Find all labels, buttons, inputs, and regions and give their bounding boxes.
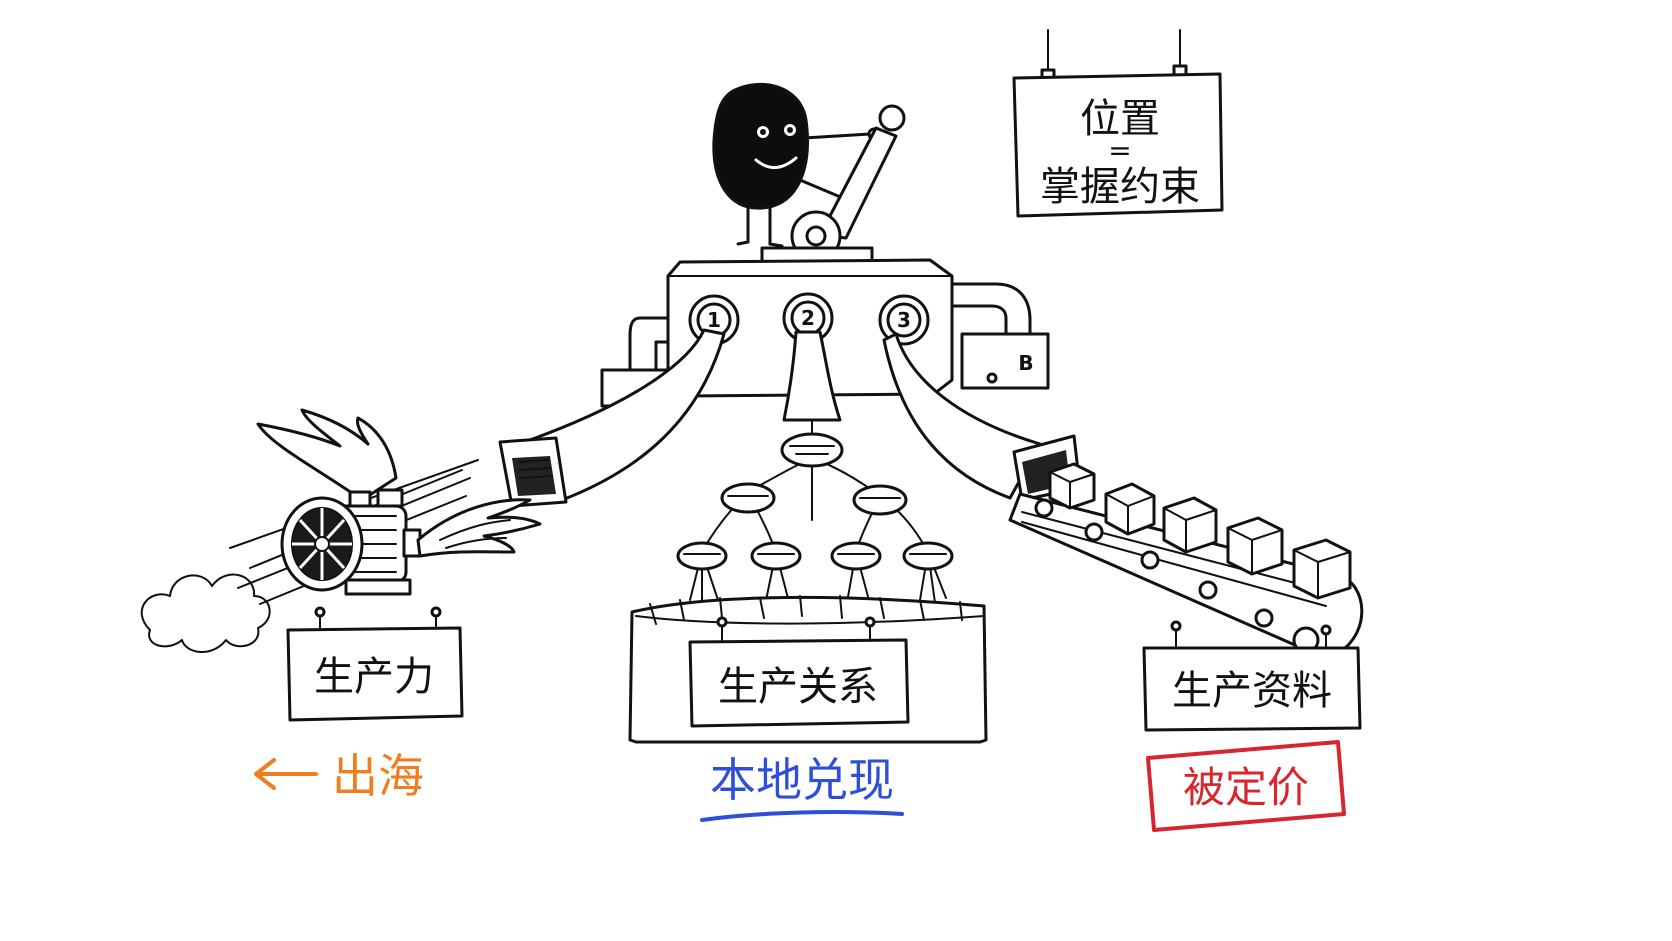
annotation-overseas-text: 出海 <box>332 749 424 803</box>
dial-2-label: 2 <box>801 306 815 330</box>
winged-engine <box>140 408 542 653</box>
back-wing <box>256 408 398 502</box>
conveyor-belt <box>1008 462 1364 658</box>
position-sign-line3: 掌握约束 <box>1040 164 1200 210</box>
handshake-right <box>852 484 908 516</box>
annotation-overseas: 出海 <box>254 749 424 803</box>
sign-productivity: 生产力 <box>286 606 464 722</box>
handshake-left <box>720 482 776 514</box>
left-chute <box>498 328 726 508</box>
blob-character <box>712 82 881 248</box>
dial-1-label: 1 <box>707 308 721 332</box>
stamp-border <box>1146 740 1346 832</box>
annotation-local: 本地兑现 <box>700 753 904 822</box>
annotation-local-text: 本地兑现 <box>710 753 894 807</box>
sign-relations-text: 生产关系 <box>718 664 878 710</box>
position-sign-line1: 位置 <box>1080 96 1160 142</box>
machine-side-label: B <box>1018 351 1033 375</box>
material-cubes <box>1048 462 1352 600</box>
conveyor-rollers <box>1034 498 1320 654</box>
underline-stroke <box>700 810 904 822</box>
dust-cloud <box>140 573 271 653</box>
left-arrow-icon <box>254 758 318 790</box>
sign-relations: 生产关系 <box>688 616 910 728</box>
position-sign-line2: = <box>1108 134 1131 167</box>
position-sign: 位置 = 掌握约束 <box>1012 29 1224 218</box>
sign-means-text: 生产资料 <box>1172 668 1332 714</box>
center-funnel <box>782 330 842 422</box>
dial-3-label: 3 <box>897 308 911 332</box>
machine: B 1 2 3 <box>600 258 1050 408</box>
lever <box>760 104 906 264</box>
handshake-top <box>780 432 844 468</box>
annotation-priced-text: 被定价 <box>1183 763 1309 812</box>
sign-productivity-text: 生产力 <box>314 654 434 700</box>
front-wing <box>416 498 542 558</box>
annotation-priced-stamp: 被定价 <box>1146 740 1346 832</box>
sign-means: 生产资料 <box>1142 620 1362 732</box>
